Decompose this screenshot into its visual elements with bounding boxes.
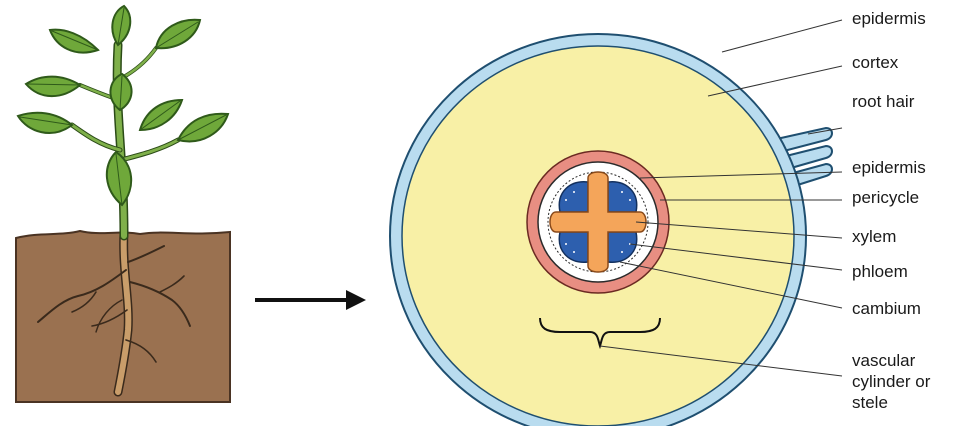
label-stele-line3: stele — [852, 392, 888, 413]
label-phloem: phloem — [852, 261, 908, 282]
stem — [72, 45, 178, 236]
label-cortex: cortex — [852, 52, 898, 73]
label-stele-line1: vascular — [852, 350, 915, 371]
label-stele-line2: cylinder or — [852, 371, 930, 392]
label-xylem: xylem — [852, 226, 896, 247]
label-pericycle: pericycle — [852, 187, 919, 208]
leaf-lower-left — [18, 113, 72, 133]
plant-illustration — [16, 6, 230, 402]
leaf-upper-left — [26, 77, 80, 97]
transition-arrow — [255, 290, 366, 310]
label-cambium: cambium — [852, 298, 921, 319]
leaves — [18, 6, 228, 205]
label-root-hair: root hair — [852, 91, 914, 112]
root-cross-section — [390, 34, 832, 426]
label-inner-epidermis: epidermis — [852, 157, 926, 178]
label-outer-epidermis: epidermis — [852, 8, 926, 29]
